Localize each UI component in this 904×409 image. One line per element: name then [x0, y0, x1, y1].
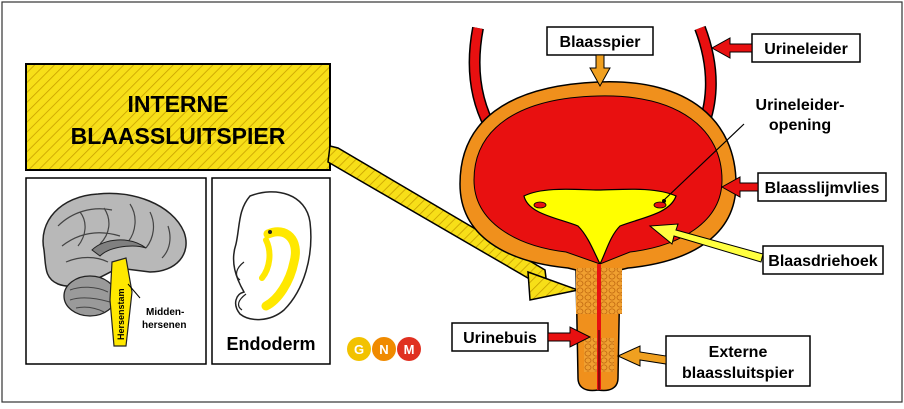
ureter-opening-left [534, 202, 546, 208]
gnm-logo: G N M [347, 337, 421, 361]
label-blaasslijmvlies: Blaasslijmvlies [765, 180, 880, 197]
label-externe-1: Externe [709, 344, 768, 361]
label-urineleider: Urineleider [764, 41, 848, 58]
middenhersenen-label-2: hersenen [142, 320, 186, 331]
label-urineleider-opening-1: Urineleider- [756, 97, 845, 114]
label-externe-2: blaassluitspier [682, 365, 794, 382]
endoderm-label: Endoderm [226, 334, 315, 354]
label-urinebuis: Urinebuis [463, 330, 537, 347]
label-blaasdriehoek: Blaasdriehoek [768, 253, 877, 270]
cerebellum [64, 276, 116, 316]
logo-letter-n: N [379, 342, 388, 357]
title-line-2: BLAASSLUITSPIER [71, 123, 286, 149]
title-line-1: INTERNE [128, 91, 229, 117]
middenhersenen-label-1: Midden- [146, 307, 184, 318]
logo-letter-g: G [354, 342, 364, 357]
hersenstam-label: Hersenstam [116, 288, 126, 340]
title-box [26, 64, 330, 170]
label-blaasspier: Blaasspier [560, 34, 641, 51]
logo-letter-m: M [404, 342, 415, 357]
label-urineleider-opening-2: opening [769, 117, 831, 134]
